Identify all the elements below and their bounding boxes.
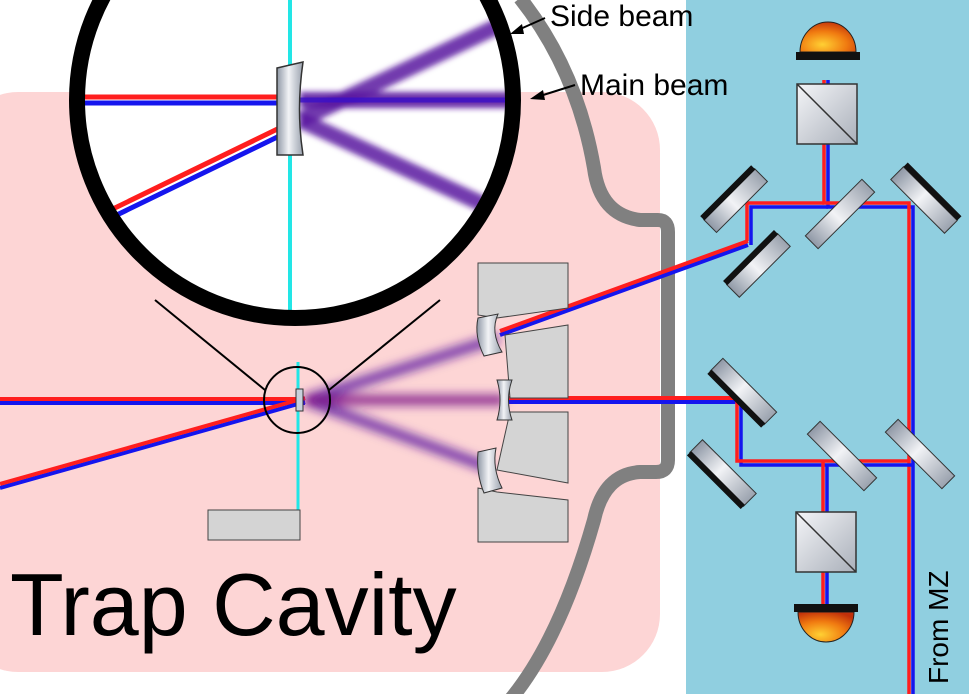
cavity-mirrors xyxy=(476,313,513,494)
table-beam-sampler-1 xyxy=(804,178,876,250)
top-beam-splitter xyxy=(796,83,858,145)
zoom-curved-mirror xyxy=(276,61,304,156)
main-beam-label: Main beam xyxy=(580,69,728,102)
zoom-incoming-main-beam xyxy=(77,94,290,106)
vacuum-chamber-wall xyxy=(505,0,675,694)
outgoing-beam-to-table xyxy=(499,239,749,337)
table-mirror-4 xyxy=(707,357,778,428)
incoming-main-beam xyxy=(0,397,305,405)
table-mirror-3 xyxy=(890,162,962,234)
zoom-inset xyxy=(69,0,521,326)
trap-center-mirror xyxy=(295,388,304,412)
side-beam-label: Side beam xyxy=(550,0,693,33)
table-beam-sampler-3 xyxy=(884,418,956,490)
table-mirror-5 xyxy=(686,439,757,510)
top-detector xyxy=(796,21,860,60)
bottom-detector xyxy=(794,604,858,643)
zoom-side-beam-out xyxy=(296,10,513,128)
trap-electrode-blocks xyxy=(207,262,569,543)
magnify-region-circle xyxy=(263,366,331,434)
table-mirror-2 xyxy=(723,230,791,298)
from-mz-label: From MZ xyxy=(923,570,954,684)
table-beam-sampler-2 xyxy=(806,420,878,492)
zoom-reflected-beam xyxy=(296,112,504,220)
blurred-beam-bundle xyxy=(303,333,505,473)
incoming-side-beam xyxy=(0,396,306,490)
zoom-line-right xyxy=(328,299,441,391)
table-mirror-1 xyxy=(700,165,769,234)
return-beam-from-table xyxy=(505,396,735,404)
main-beam-arrow xyxy=(530,84,576,100)
zoom-incoming-side-beam xyxy=(84,117,302,231)
ion-trap-plate xyxy=(207,509,301,541)
trap-cavity-title: Trap Cavity xyxy=(10,555,457,654)
side-beam-arrow xyxy=(510,17,546,34)
zoom-line-left xyxy=(154,299,266,391)
bottom-beam-splitter xyxy=(795,511,857,573)
